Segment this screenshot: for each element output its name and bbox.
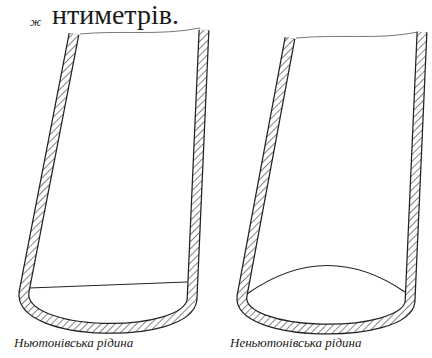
page-text-fragment: нтиметрів.	[52, 0, 179, 31]
figure-letter: ж	[30, 16, 41, 29]
flat-meniscus	[29, 282, 187, 288]
newtonian-tube	[24, 28, 204, 328]
curved-meniscus	[247, 265, 405, 294]
tube-caption: Ньютонівська рідина	[14, 336, 133, 350]
tube-caption: Неньютонівська рідина	[230, 336, 361, 350]
non-newtonian-tube	[242, 32, 422, 329]
